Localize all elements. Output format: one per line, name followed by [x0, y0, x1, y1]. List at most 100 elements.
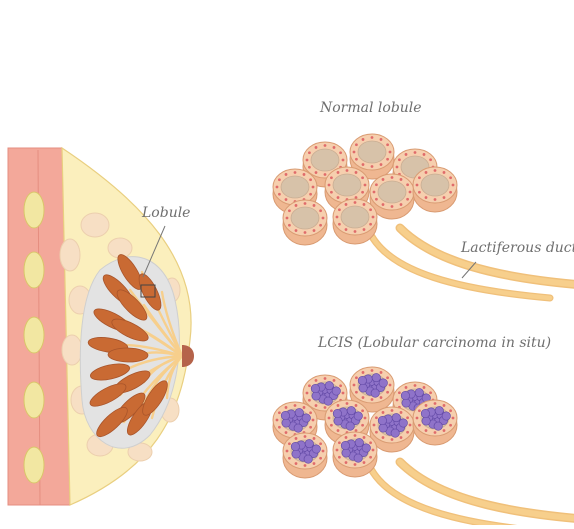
cell-nucleus: [375, 183, 378, 186]
cell-nucleus: [386, 158, 389, 161]
cell-nucleus: [324, 144, 327, 147]
cell-nucleus: [295, 204, 298, 207]
cell-nucleus: [286, 450, 289, 453]
lcis-cell: [378, 416, 386, 424]
nipple: [182, 345, 194, 367]
cell-nucleus: [452, 417, 455, 420]
lcis-cell: [332, 387, 340, 395]
cell-nucleus: [434, 198, 437, 201]
lcis-cell: [372, 373, 380, 381]
acinus-lumen: [421, 174, 449, 196]
cell-nucleus: [355, 391, 358, 394]
cell-nucleus: [382, 203, 385, 206]
cell-nucleus: [418, 424, 421, 427]
cell-nucleus: [278, 426, 281, 429]
cell-nucleus: [400, 203, 403, 206]
lcis-cell: [294, 424, 302, 432]
cell-nucleus: [306, 392, 309, 395]
cell-nucleus: [324, 377, 327, 380]
cell-nucleus: [443, 196, 446, 199]
acinus-lumen: [341, 206, 369, 228]
cell-nucleus: [336, 216, 339, 219]
cell-nucleus: [425, 429, 428, 432]
cell-nucleus: [285, 431, 288, 434]
cell-nucleus: [418, 191, 421, 194]
cell-nucleus: [389, 384, 392, 387]
cell-nucleus: [380, 371, 383, 374]
cell-nucleus: [434, 431, 437, 434]
cell-nucleus: [338, 208, 341, 211]
cell-nucleus: [380, 396, 383, 399]
lcis-cell: [392, 413, 400, 421]
cell-nucleus: [449, 176, 452, 179]
cell-nucleus: [354, 230, 357, 233]
cell-nucleus: [312, 186, 315, 189]
cell-nucleus: [308, 384, 311, 387]
cell-nucleus: [309, 178, 312, 181]
cell-nucleus: [382, 436, 385, 439]
lcis-cell: [355, 438, 363, 446]
cell-nucleus: [342, 159, 345, 162]
cell-nucleus: [363, 203, 366, 206]
cell-nucleus: [319, 442, 322, 445]
cell-nucleus: [452, 184, 455, 187]
cell-nucleus: [338, 223, 341, 226]
cell-nucleus: [315, 171, 318, 174]
cell-nucleus: [416, 417, 419, 420]
cell-nucleus: [328, 184, 331, 187]
lcis-cell: [415, 388, 423, 396]
cell-nucleus: [423, 153, 426, 156]
rib: [24, 447, 44, 483]
acinus-lumen: [333, 174, 361, 196]
lcis-cell: [379, 379, 387, 387]
cell-nucleus: [414, 384, 417, 387]
cell-nucleus: [375, 198, 378, 201]
cell-nucleus: [364, 417, 367, 420]
cell-nucleus: [375, 416, 378, 419]
cell-nucleus: [443, 171, 446, 174]
cell-nucleus: [322, 217, 325, 220]
breast-cross-section: [8, 148, 194, 505]
cell-nucleus: [333, 146, 336, 149]
cell-nucleus: [406, 431, 409, 434]
cell-nucleus: [449, 191, 452, 194]
lactiferous-duct-label: Lactiferous duct: [461, 240, 574, 256]
rib: [24, 252, 44, 288]
cell-nucleus: [386, 143, 389, 146]
cell-nucleus: [345, 203, 348, 206]
cell-nucleus: [353, 384, 356, 387]
lobule: [108, 348, 148, 363]
cell-nucleus: [405, 386, 408, 389]
duct-inner: [400, 228, 574, 288]
cell-nucleus: [338, 441, 341, 444]
lcis-cell: [324, 397, 332, 405]
cell-nucleus: [337, 171, 340, 174]
acinus-lumen: [378, 181, 406, 203]
cell-nucleus: [398, 158, 401, 161]
cell-nucleus: [355, 376, 358, 379]
lcis-cell: [347, 406, 355, 414]
cell-nucleus: [355, 404, 358, 407]
cell-nucleus: [337, 404, 340, 407]
cell-nucleus: [303, 173, 306, 176]
cell-nucleus: [423, 386, 426, 389]
lcis-cell: [354, 454, 362, 462]
lcis-cell: [391, 429, 399, 437]
acinus: [333, 199, 377, 244]
cell-nucleus: [373, 424, 376, 427]
lcis-cell: [422, 417, 430, 425]
cell-nucleus: [309, 411, 312, 414]
lcis-cell: [304, 455, 312, 463]
lcis-cell: [342, 449, 350, 457]
rib: [24, 317, 44, 353]
cell-nucleus: [303, 406, 306, 409]
lcis-cell: [371, 389, 379, 397]
cell-nucleus: [285, 173, 288, 176]
cell-nucleus: [346, 402, 349, 405]
cell-nucleus: [425, 404, 428, 407]
normal-lactiferous-duct: [370, 228, 574, 298]
normal-lobule-title: Normal lobule: [320, 100, 422, 116]
lcis-title: LCIS (Lobular carcinoma in situ): [318, 335, 551, 351]
lcis-cell: [354, 412, 362, 420]
cell-nucleus: [313, 229, 316, 232]
